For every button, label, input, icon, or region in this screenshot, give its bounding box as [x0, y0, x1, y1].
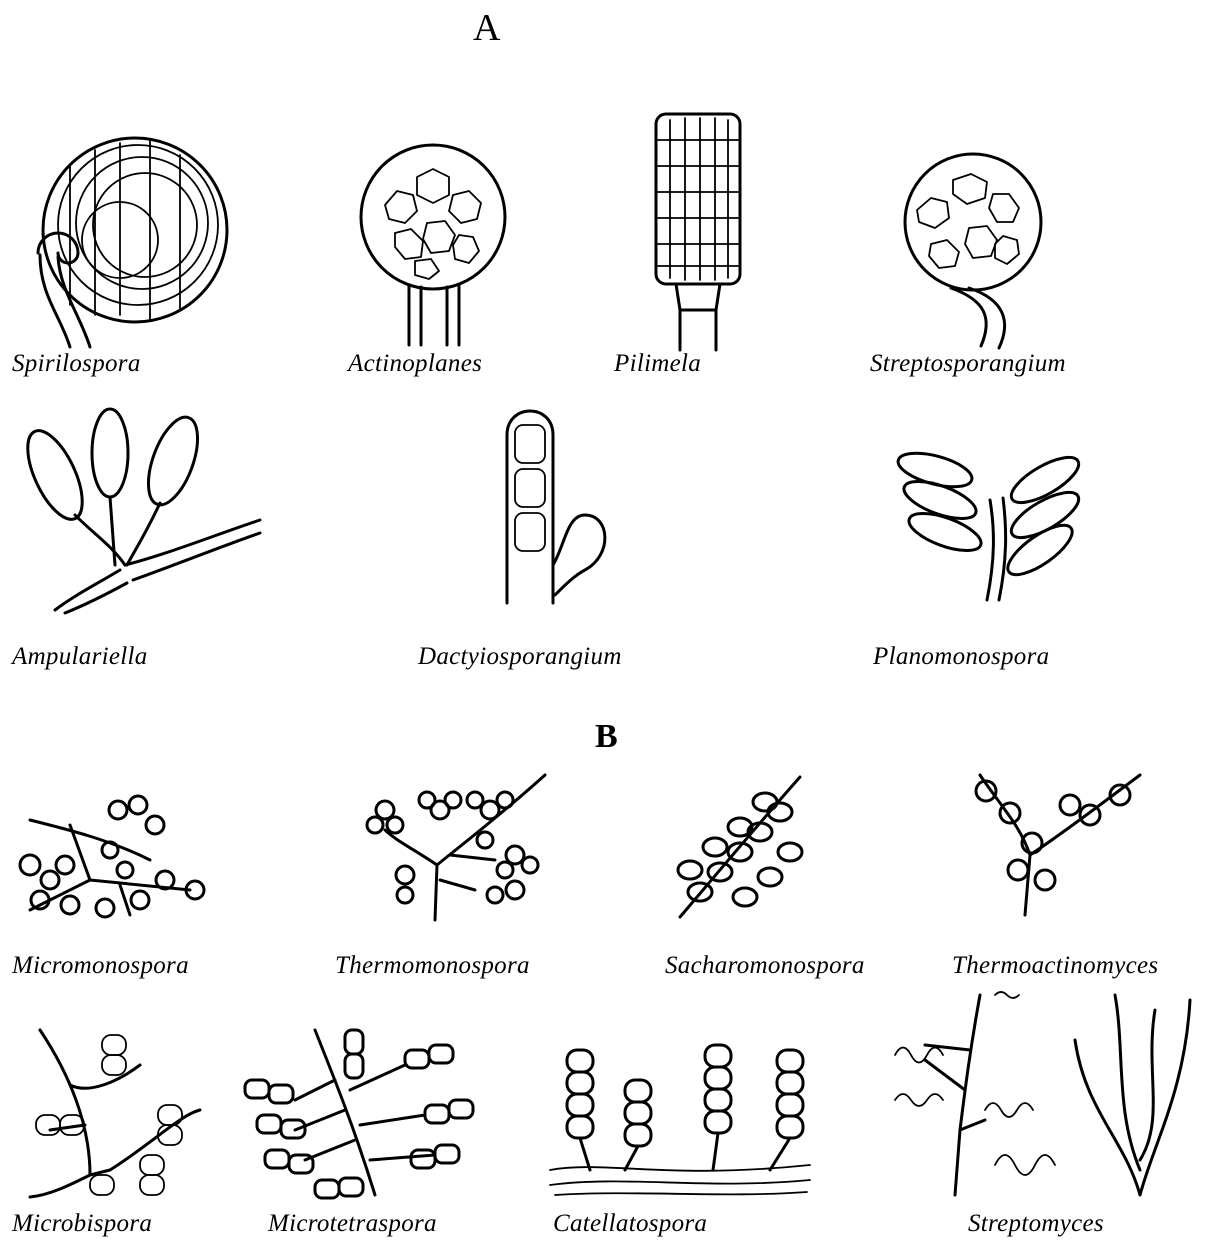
caption-thermomonospora: Thermomonospora	[335, 952, 530, 980]
caption-micromonospora: Micromonospora	[12, 952, 189, 980]
caption-spirilospora: Spirilospora	[12, 350, 141, 378]
cylindrical-sporangium-icon	[650, 110, 745, 350]
spore-clusters-icon	[365, 770, 550, 925]
caption-microtetraspora: Microtetraspora	[268, 1210, 437, 1238]
flask-shaped-sporangia-icon	[15, 415, 265, 615]
coiled-sporangium-icon	[10, 125, 220, 350]
caption-catellatospora: Catellatospora	[553, 1210, 707, 1238]
spores-along-hypha-icon	[670, 772, 810, 922]
caption-thermoactinomyces: Thermoactinomyces	[952, 952, 1158, 980]
caption-microbispora: Microbispora	[12, 1210, 152, 1238]
upright-spore-chains-icon	[545, 1040, 815, 1200]
caption-ampulariella: Ampulariella	[12, 643, 148, 671]
caption-actinoplanes: Actinoplanes	[348, 350, 482, 378]
panel-b-label: B	[595, 718, 618, 756]
single-spores-on-hyphae-icon	[10, 790, 205, 925]
sessile-spores-icon	[970, 765, 1150, 920]
caption-streptosporangium: Streptosporangium	[870, 350, 1066, 378]
spiral-and-straight-spore-chains-icon	[885, 990, 1200, 1200]
paired-spores-icon	[10, 1025, 205, 1200]
globose-sporangium-icon	[355, 135, 515, 350]
finger-shaped-sporangium-icon	[485, 395, 620, 610]
spore-chains-of-four-icon	[235, 1020, 475, 1200]
caption-dactyiosporangium: Dactyiosporangium	[418, 643, 622, 671]
caption-planomonospora: Planomonospora	[873, 643, 1049, 671]
caption-pilimela: Pilimela	[614, 350, 701, 378]
panel-a-label: A	[473, 6, 500, 50]
caption-streptomyces: Streptomyces	[968, 1210, 1104, 1238]
caption-sacharomonospora: Sacharomonospora	[665, 952, 865, 980]
rod-sporangia-cluster-icon	[895, 440, 1095, 605]
globose-sporangium-curved-stalk-icon	[895, 150, 1055, 350]
